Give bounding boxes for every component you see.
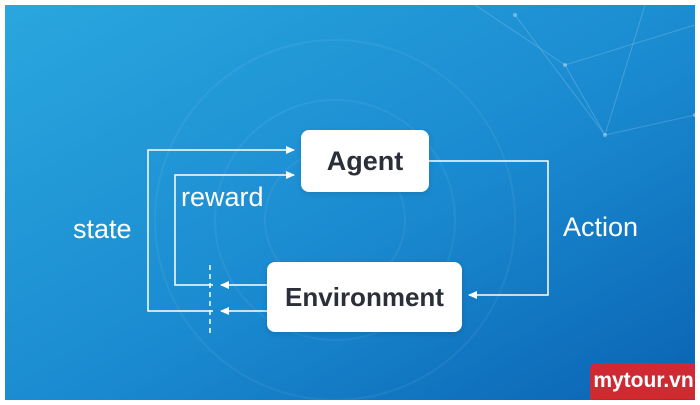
- diagram-canvas: Agent Environment state reward Action my…: [5, 5, 695, 400]
- connectors: [147, 146, 549, 335]
- state-arrow: [147, 146, 295, 312]
- action-arrow: [429, 160, 549, 299]
- background: [5, 5, 695, 400]
- watermark-logo: mytour.vn: [590, 363, 695, 399]
- environment-label: Environment: [285, 281, 444, 312]
- action-label: Action: [563, 212, 639, 242]
- environment-node: Environment: [267, 262, 462, 332]
- state-label: state: [73, 214, 132, 244]
- agent-label: Agent: [326, 145, 404, 176]
- decorative-dots: [513, 13, 695, 137]
- reward-arrow: [174, 171, 295, 286]
- decorative-network: [474, 5, 695, 136]
- agent-node: Agent: [301, 130, 429, 192]
- watermark-text: mytour.vn: [593, 369, 694, 392]
- reward-label: reward: [181, 182, 264, 212]
- background-fill: [5, 5, 695, 400]
